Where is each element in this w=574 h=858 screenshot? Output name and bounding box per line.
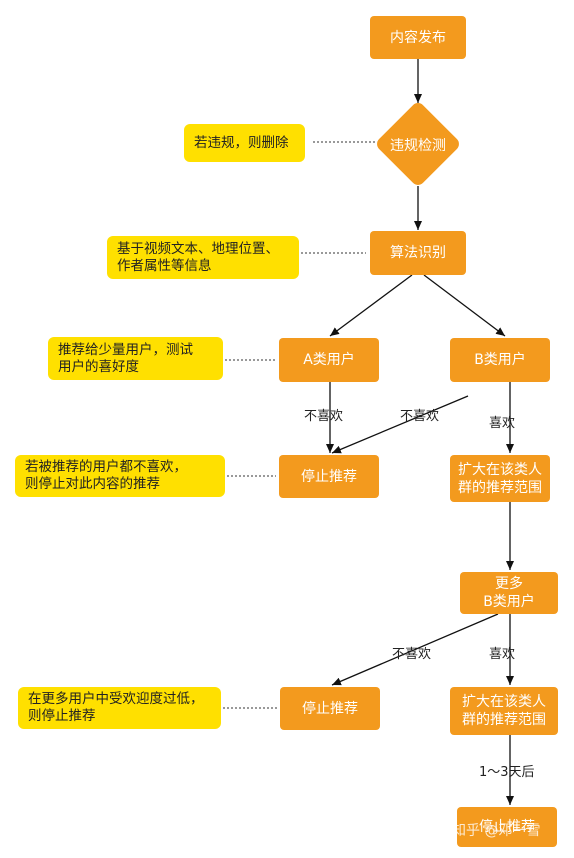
label-b-like: 喜欢 <box>489 416 516 431</box>
label-wait: 1～3天后 <box>479 765 535 780</box>
note-low-like: 在更多用户中受欢迎度过低， 则停止推荐 <box>18 687 221 729</box>
label-more-like: 喜欢 <box>489 647 516 662</box>
note-features: 基于视频文本、地理位置、 作者属性等信息 <box>107 236 299 279</box>
node-expand-1: 扩大在该类人 群的推荐范围 <box>450 455 550 502</box>
node-expand-2: 扩大在该类人 群的推荐范围 <box>450 687 558 735</box>
edge-more-stop <box>331 613 499 686</box>
node-review: 违规检测 <box>390 138 446 154</box>
note-test: 推荐给少量用户，测试 用户的喜好度 <box>48 337 223 380</box>
note-violation: 若违规，则删除 <box>184 124 305 162</box>
node-stop-2: 停止推荐 <box>280 687 380 730</box>
edge-b-stop <box>331 395 469 454</box>
label-a-dislike: 不喜欢 <box>304 409 344 424</box>
node-stop-1: 停止推荐 <box>279 455 379 498</box>
edge-algorithm-b <box>423 274 506 337</box>
label-more-dislike: 不喜欢 <box>392 647 432 662</box>
node-more-b: 更多 B类用户 <box>460 572 558 614</box>
node-group-b: B类用户 <box>450 338 550 382</box>
watermark: 知乎 @邓一雪 <box>452 823 541 839</box>
label-b-dislike: 不喜欢 <box>400 409 440 424</box>
note-dislike-all: 若被推荐的用户都不喜欢， 则停止对此内容的推荐 <box>15 455 225 497</box>
node-publish: 内容发布 <box>370 16 466 59</box>
edge-algorithm-a <box>329 274 413 337</box>
node-final: 停止推荐 <box>457 807 557 847</box>
node-algorithm: 算法识别 <box>370 231 466 275</box>
node-group-a: A类用户 <box>279 338 379 382</box>
